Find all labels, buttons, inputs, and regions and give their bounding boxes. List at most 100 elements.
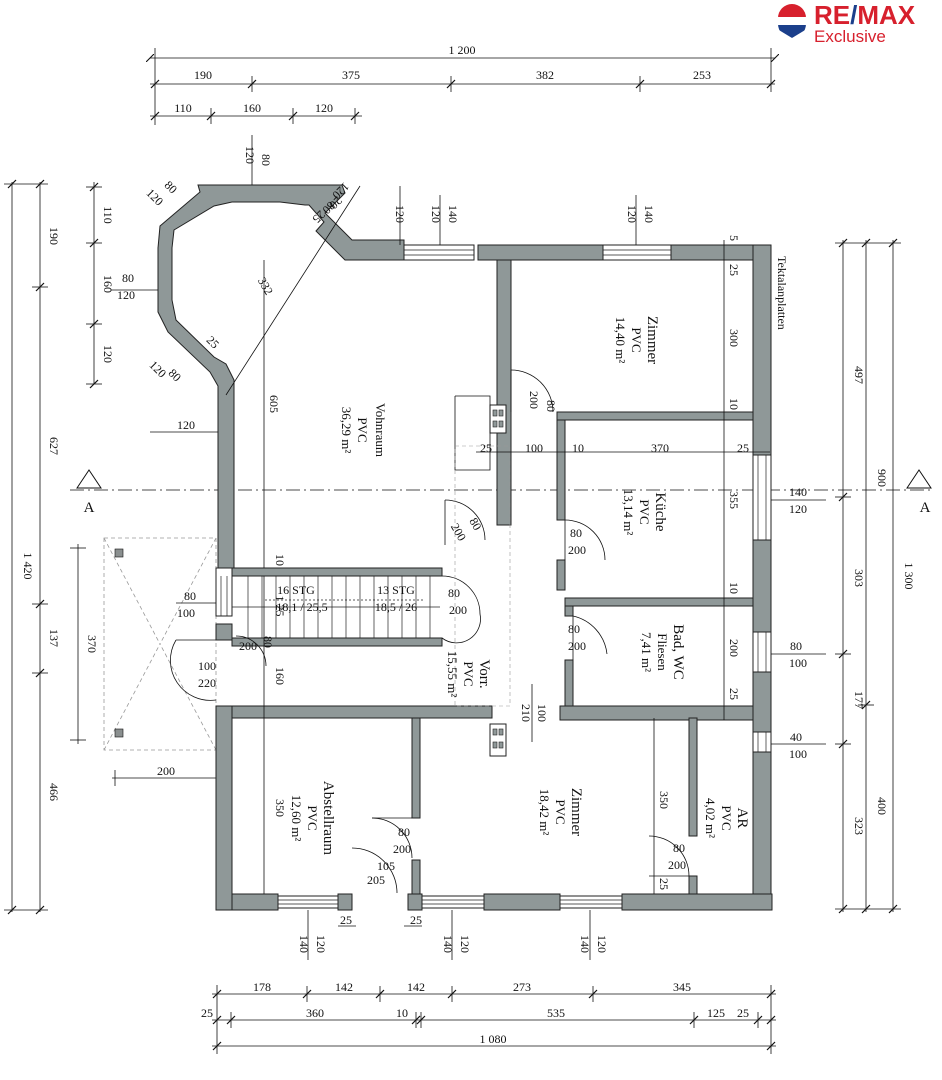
logo-brand: RE/MAX: [814, 0, 916, 30]
left-dim-160: 160: [101, 275, 115, 293]
w-bottom-b-2: 140: [441, 935, 455, 953]
room-kuche-name: Küche: [652, 492, 668, 531]
bottom-dim-142b: 142: [407, 980, 425, 994]
top-dim-382: 382: [536, 68, 554, 82]
zimmer-col-300: 300: [727, 329, 741, 347]
door-stair-2: 200: [449, 603, 467, 617]
door-main-1: 100: [535, 704, 549, 722]
bottom-25b-label: 25: [410, 913, 422, 927]
bottom-dim-360: 360: [306, 1006, 324, 1020]
w-top-b-2: 120: [429, 205, 443, 223]
wohn-width-label: 120: [177, 418, 195, 432]
right-dim-900: 900: [875, 469, 889, 487]
room-zimmer-top-name: Zimmer: [644, 316, 660, 364]
top-total-label: 1 200: [449, 43, 476, 57]
door-vorr-2: 200: [448, 521, 469, 544]
w-top-a-1: 120: [243, 146, 257, 164]
room-ar-floor: PVC: [719, 805, 734, 830]
zimmer-col-10: 10: [727, 398, 741, 410]
left-dimension-chains: [4, 182, 102, 912]
room-ar-name: AR: [734, 808, 750, 829]
zimmer-col-25: 25: [727, 264, 741, 276]
balloon-icon: [778, 4, 806, 38]
walls: [157, 184, 773, 911]
door-ab2-2: 205: [367, 873, 385, 887]
left-dim-110: 110: [101, 206, 115, 224]
right-dim-177: 177: [852, 691, 866, 709]
vorr-col-160: 160: [273, 667, 287, 685]
top-dimension-chains: [150, 48, 775, 125]
w-bottom-c-2: 140: [578, 935, 592, 953]
w-bay-l-1: 80: [122, 271, 134, 285]
door-wc-inner-1: 80: [261, 636, 275, 648]
w-bay-tl-1: 80: [162, 178, 180, 196]
room-zimmer-bottom-name: Zimmer: [568, 788, 584, 836]
room-bad-floor: Fliesen: [655, 633, 670, 671]
room-kuche-area: 13,14 m²: [621, 489, 636, 536]
w-bottom-b-1: 120: [458, 935, 472, 953]
room-wohnraum: Vohnraum PVC 36,29 m²: [339, 403, 388, 457]
top-dim-ticks: [150, 79, 776, 121]
room-zimmer-bottom-floor: PVC: [553, 799, 568, 824]
entrance-porch: [103, 537, 217, 751]
room-abstellraum-area: 12,60 m²: [289, 795, 304, 842]
kuche-row-100: 100: [525, 441, 543, 455]
ar-col-25: 25: [657, 878, 671, 890]
room-zimmer-bottom-area: 18,42 m²: [537, 789, 552, 836]
door-kuche-1: 80: [570, 526, 582, 540]
stair-small-125: 1 25: [273, 596, 287, 617]
room-zimmer-bottom: Zimmer PVC 18,42 m²: [537, 788, 584, 836]
wohn-diag-label: 332: [255, 275, 276, 298]
door-main-2: 210: [519, 704, 533, 722]
ar-col-350: 350: [657, 791, 671, 809]
remax-logo: RE/MAX Exclusive: [778, 0, 918, 48]
room-abstellraum-name: Abstellraum: [320, 781, 336, 855]
bottom-dim-25a: 25: [201, 1006, 213, 1020]
left-dim-190: 190: [47, 227, 61, 245]
ceiling-note: Tektalanplatten: [775, 256, 789, 330]
w-top-c-1: 140: [642, 205, 656, 223]
door-entry-2: 220: [198, 676, 216, 690]
top-dim-160: 160: [243, 101, 261, 115]
section-marker-left: A: [84, 500, 95, 516]
door-bad-2: 200: [568, 639, 586, 653]
kuche-row-370: 370: [651, 441, 669, 455]
room-wohnraum-area: 36,29 m²: [339, 407, 354, 454]
door-ar-2: 200: [668, 858, 686, 872]
w-bottom-c-1: 120: [595, 935, 609, 953]
left-dim-120: 120: [101, 345, 115, 363]
bad-col-25: 25: [727, 688, 741, 700]
kuche-row-25b: 25: [737, 441, 749, 455]
bottom-dim-25b: 25: [737, 1006, 749, 1020]
door-abst-2: 200: [393, 842, 411, 856]
kuche-col-355: 355: [727, 491, 741, 509]
windows: [220, 249, 767, 905]
w-bay-bl-1: 120: [147, 358, 170, 381]
porch-bottom-label: 200: [157, 764, 175, 778]
left-total-label: 1 420: [21, 553, 35, 580]
door-wohn-1: 80: [544, 400, 558, 412]
bottom-dim-ticks: [212, 989, 776, 1051]
w-bottom-a-1: 120: [314, 935, 328, 953]
door-vorr-1: 80: [466, 515, 484, 532]
door-wohn-2: 200: [527, 391, 541, 409]
bottom-dim-273: 273: [513, 980, 531, 994]
room-zimmer-top: Zimmer PVC 14,40 m²: [613, 316, 660, 364]
stair-right-ratio: 18,5 / 26: [375, 600, 417, 614]
left-dim-137: 137: [47, 629, 61, 647]
logo-subtitle: Exclusive: [814, 27, 886, 46]
top-dim-120: 120: [315, 101, 333, 115]
w-top-a-2: 80: [259, 154, 273, 166]
w-bay-l-2: 120: [117, 288, 135, 302]
room-ar: AR PVC 4,02 m²: [703, 798, 750, 838]
room-zimmer-top-floor: PVC: [629, 327, 644, 352]
bad-col-200: 200: [727, 639, 741, 657]
vorr-col-350: 350: [273, 799, 287, 817]
bottom-dim-10: 10: [396, 1006, 408, 1020]
door-swings: [170, 369, 690, 894]
w-kitchen-1: 140: [789, 485, 807, 499]
bottom-dim-142a: 142: [335, 980, 353, 994]
room-kuche-floor: PVC: [637, 499, 652, 524]
bottom-dim-125: 125: [707, 1006, 725, 1020]
